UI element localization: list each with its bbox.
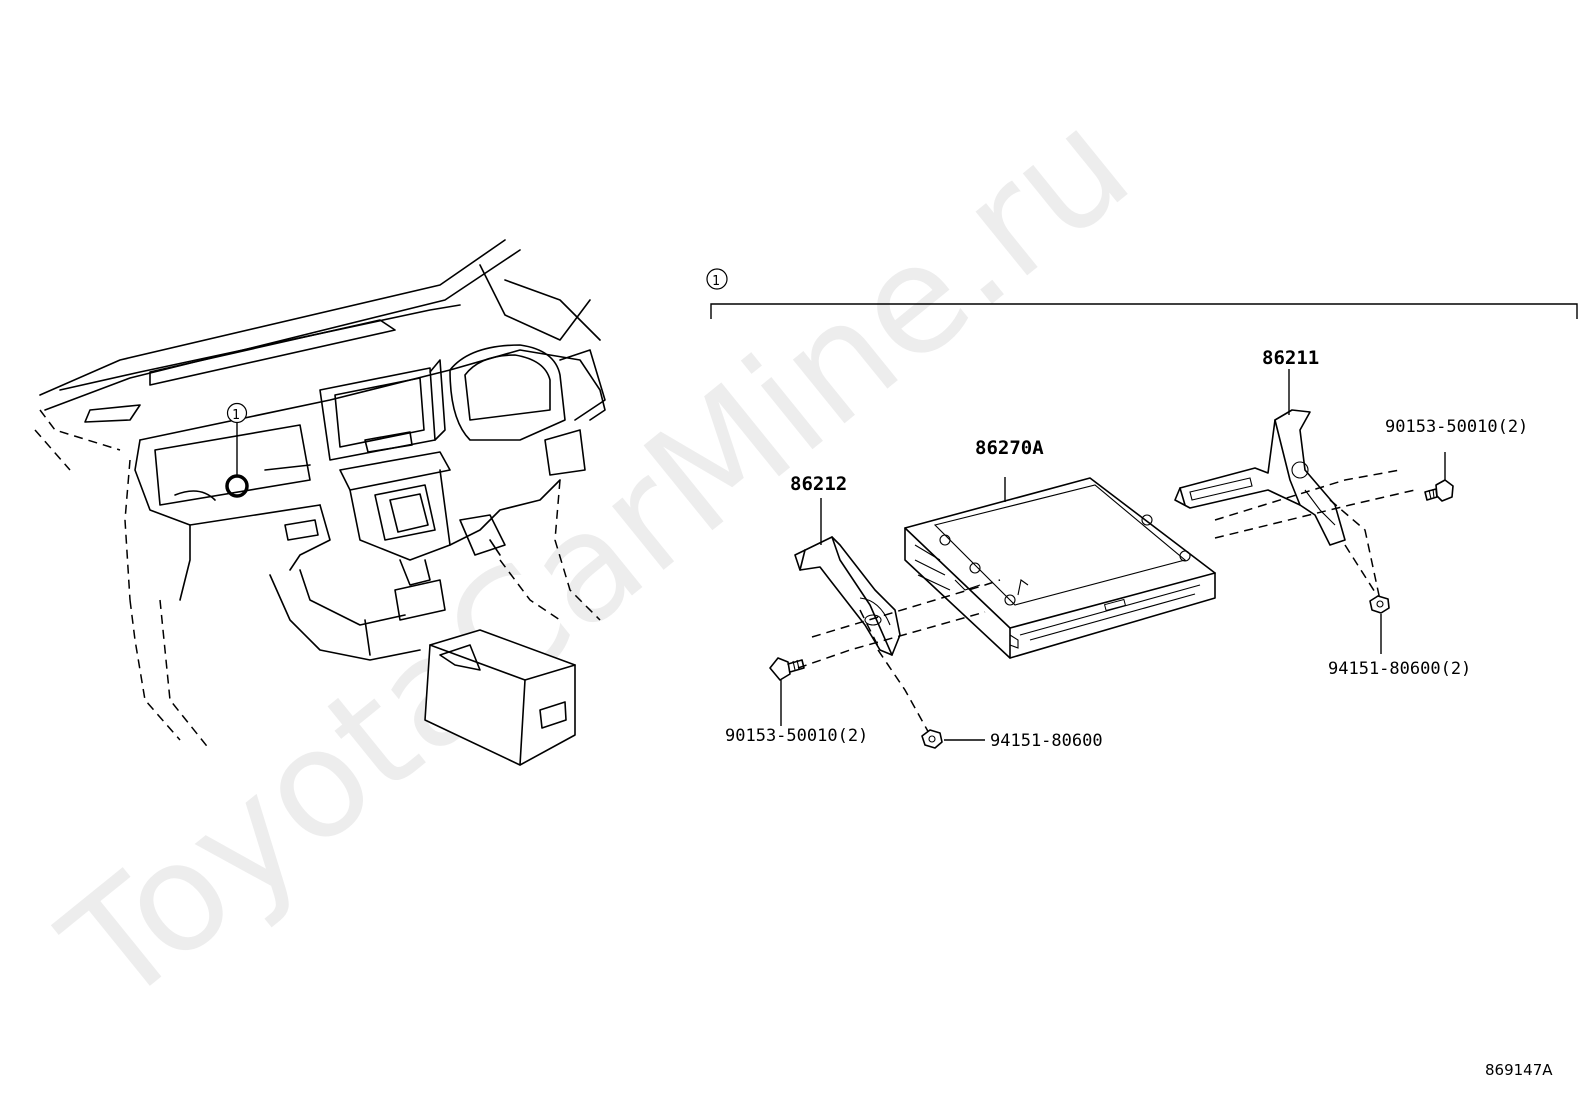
assembly-callout-bracket: 1 (706, 268, 1578, 319)
label-bolt-right: 90153-50010(2) (1385, 417, 1528, 437)
bracket-86211 (1174, 409, 1346, 546)
bracket-86212 (794, 536, 901, 656)
nut-left (921, 729, 943, 749)
label-86270A: 86270A (975, 437, 1044, 459)
bolt-right (1424, 479, 1454, 502)
label-bolt-left: 90153-50010(2) (725, 726, 868, 746)
receiver-assembly-86270A (904, 477, 1216, 659)
callout-1-right: 1 (712, 274, 720, 289)
diagram-code: 869147A (1485, 1061, 1553, 1079)
part-labels: 86270A 86212 86211 90153-50010(2) 94151-… (725, 347, 1528, 751)
alignment-lines (797, 469, 1416, 736)
nut-right (1369, 595, 1390, 614)
label-nut-left: 94151-80600 (990, 731, 1103, 751)
callout-1-left: 1 (232, 408, 240, 423)
label-86211: 86211 (1262, 347, 1319, 369)
bolt-left (769, 657, 805, 681)
label-nut-right: 94151-80600(2) (1328, 659, 1471, 679)
label-86212: 86212 (790, 473, 847, 495)
dashboard-overview-illustration: 1 (34, 239, 606, 766)
